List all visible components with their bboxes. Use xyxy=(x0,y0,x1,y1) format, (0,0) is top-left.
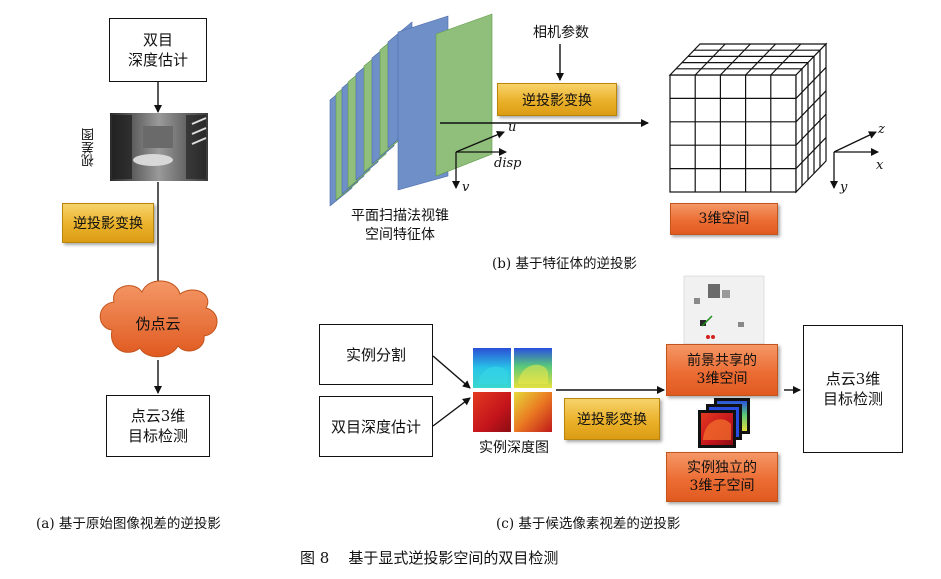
instance-depth-map-image xyxy=(473,348,552,432)
caption-c: (c) 基于候选像素视差的逆投影 xyxy=(496,512,680,532)
inverse-projection-label-a: 逆投影变换 xyxy=(73,213,143,233)
pseudo-cloud-label: 伪点云 xyxy=(128,313,188,334)
space-3d-box: 3维空间 xyxy=(670,203,778,235)
disparity-map-image xyxy=(110,113,208,181)
axis-z-label: z xyxy=(878,122,885,137)
axis-u-label: u xyxy=(508,120,516,135)
inverse-projection-box-c: 逆投影变换 xyxy=(564,398,660,440)
sweep-volume-label: 平面扫描法视锥 空间特征体 xyxy=(330,207,470,245)
space-3d-label: 3维空间 xyxy=(699,210,750,228)
stereo-depth-box-c: 双目深度估计 xyxy=(319,396,433,457)
stereo-depth-label-a: 双目 深度估计 xyxy=(128,30,188,70)
axis-v-label: v xyxy=(462,180,469,195)
shared-space-label: 前景共享的 3维空间 xyxy=(687,352,757,388)
instance-seg-label: 实例分割 xyxy=(346,345,406,365)
independent-subspace-label: 实例独立的 3维子空间 xyxy=(687,459,757,495)
plane-sweep-sheets xyxy=(330,14,492,206)
shared-space-box: 前景共享的 3维空间 xyxy=(666,344,778,396)
disparity-map-label: 视差图 xyxy=(80,128,98,167)
camera-params-label: 相机参数 xyxy=(524,22,598,42)
detection-box-a: 点云3维 目标检测 xyxy=(106,395,210,457)
axis-x-label: x xyxy=(876,158,883,173)
caption-b: (b) 基于特征体的逆投影 xyxy=(492,252,637,272)
axis-disp-label: disp xyxy=(494,156,521,171)
caption-a: (a) 基于原始图像视差的逆投影 xyxy=(36,512,221,532)
inverse-projection-box-b: 逆投影变换 xyxy=(497,83,617,116)
shared-space-scene-image xyxy=(684,276,764,344)
inverse-projection-label-c: 逆投影变换 xyxy=(577,409,647,429)
instance-seg-box: 实例分割 xyxy=(319,324,433,385)
detection-label-c: 点云3维 目标检测 xyxy=(823,369,883,409)
stereo-depth-label-c: 双目深度估计 xyxy=(331,417,421,437)
independent-subspace-box: 实例独立的 3维子空间 xyxy=(666,452,778,502)
detection-box-c: 点云3维 目标检测 xyxy=(803,325,903,453)
detection-label-a: 点云3维 目标检测 xyxy=(128,406,188,446)
stereo-depth-box-a: 双目 深度估计 xyxy=(109,18,207,82)
inverse-projection-label-b: 逆投影变换 xyxy=(522,90,592,110)
arrow-stereo-to-depthmap xyxy=(433,398,470,426)
instance-subspace-stack-image xyxy=(698,398,750,448)
figure-caption: 图 8 基于显式逆投影空间的双目检测 xyxy=(300,547,558,568)
axis-y-label: y xyxy=(840,180,847,195)
instance-depth-label: 实例深度图 xyxy=(468,437,560,457)
inverse-projection-box-a: 逆投影变换 xyxy=(62,203,154,243)
arrow-seg-to-depthmap xyxy=(433,356,470,388)
voxel-cube xyxy=(670,44,826,192)
